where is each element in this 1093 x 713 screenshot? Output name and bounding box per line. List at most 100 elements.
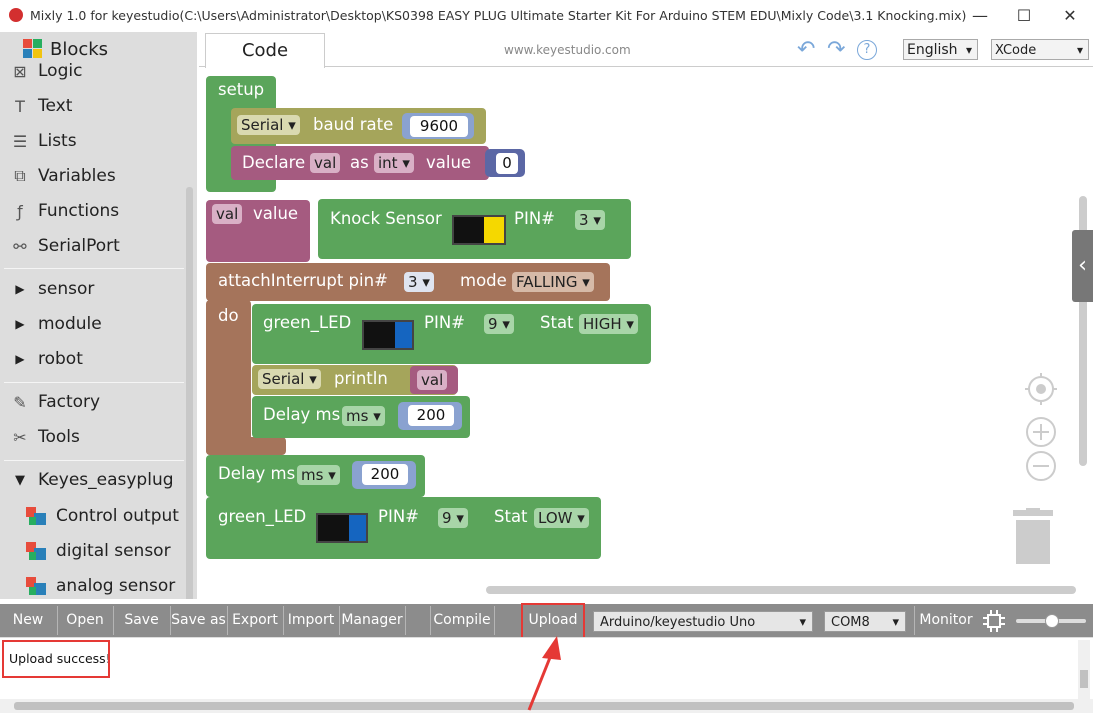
help-icon[interactable]: ? bbox=[857, 40, 877, 60]
baud-rate-label: baud rate bbox=[313, 115, 394, 134]
list-icon: ☰ bbox=[12, 131, 28, 151]
green-led-label: green_LED bbox=[263, 313, 352, 332]
green-led-low-block[interactable] bbox=[206, 497, 601, 559]
chevron-down-icon: ▾ bbox=[373, 407, 381, 425]
bottom-toolbar bbox=[0, 604, 1093, 637]
setup-label: setup bbox=[218, 80, 265, 99]
led-pin-dropdown[interactable]: 9 ▾ bbox=[438, 508, 468, 528]
chevron-down-icon: ▾ bbox=[892, 615, 899, 630]
sidebar-separator bbox=[4, 460, 184, 461]
declare-block[interactable] bbox=[231, 146, 489, 180]
board-select[interactable]: Arduino/keyestudio Uno▾ bbox=[593, 611, 813, 632]
site-url: www.keyestudio.com bbox=[504, 43, 631, 57]
knock-pin-dropdown[interactable]: 3 ▾ bbox=[575, 210, 605, 230]
save-button[interactable]: Save bbox=[124, 612, 159, 628]
chevron-down-icon: ▾ bbox=[328, 466, 336, 484]
upload-button[interactable]: Upload bbox=[528, 612, 578, 628]
chip-icon[interactable] bbox=[983, 610, 1005, 632]
redo-icon[interactable]: ↷ bbox=[827, 37, 846, 62]
mode-dropdown[interactable]: FALLING ▾ bbox=[512, 272, 594, 292]
compile-button[interactable]: Compile bbox=[433, 612, 491, 628]
stat-low-dropdown[interactable]: LOW ▾ bbox=[534, 508, 589, 528]
sidebar-item-serialport[interactable]: ⚯SerialPort bbox=[8, 236, 120, 256]
chevron-down-icon: ▾ bbox=[502, 315, 510, 333]
serial-dropdown[interactable]: Serial ▾ bbox=[258, 369, 321, 389]
chevron-down-icon: ▾ bbox=[626, 315, 634, 333]
ms-unit-value: ms bbox=[301, 466, 324, 484]
minimize-button[interactable]: — bbox=[972, 6, 988, 25]
sidebar-item-sensor[interactable]: ▶sensor bbox=[8, 279, 94, 299]
console-scroll-thumb[interactable] bbox=[1080, 670, 1088, 688]
title-bar: Mixly 1.0 for keyestudio(C:\Users\Admini… bbox=[0, 0, 1093, 32]
sidebar-item-keyes-easyplug[interactable]: ▼Keyes_easyplug bbox=[8, 470, 174, 490]
sidebar-item-label: module bbox=[38, 314, 102, 334]
sidebar-scrollbar[interactable] bbox=[186, 187, 193, 599]
stat-label: Stat bbox=[540, 313, 574, 332]
console-hscroll-thumb[interactable] bbox=[14, 702, 1074, 710]
interrupt-pin-dropdown[interactable]: 3 ▾ bbox=[404, 272, 434, 292]
sidebar-item-logic[interactable]: ⊠Logic bbox=[8, 61, 82, 81]
variable-name-input[interactable]: val bbox=[310, 153, 341, 173]
factory-icon: ✎ bbox=[13, 392, 27, 412]
sidebar-item-variables[interactable]: ⧉Variables bbox=[8, 166, 115, 186]
close-button[interactable]: ✕ bbox=[1063, 6, 1077, 25]
language-select[interactable]: English▾ bbox=[903, 39, 978, 60]
baud-rate-input[interactable]: 9600 bbox=[410, 116, 468, 137]
val-get-variable[interactable]: val bbox=[417, 370, 448, 390]
sidebar-item-module[interactable]: ▶module bbox=[8, 314, 102, 334]
undo-icon[interactable]: ↶ bbox=[797, 37, 816, 62]
export-button[interactable]: Export bbox=[232, 612, 278, 628]
led-pin-dropdown[interactable]: 9 ▾ bbox=[484, 314, 514, 334]
sidebar-item-control-output[interactable]: Control output bbox=[26, 505, 179, 527]
workspace-horizontal-scrollbar[interactable] bbox=[486, 586, 1076, 594]
init-value-input[interactable]: 0 bbox=[496, 153, 518, 174]
chevron-down-icon: ▾ bbox=[288, 116, 296, 134]
save-as-button[interactable]: Save as bbox=[171, 612, 226, 628]
sidebar-item-digital-sensor[interactable]: digital sensor bbox=[26, 540, 171, 562]
chevron-down-icon: ▾ bbox=[422, 273, 430, 291]
zoom-in-icon[interactable] bbox=[1025, 416, 1057, 448]
sidebar-item-robot[interactable]: ▶robot bbox=[8, 349, 83, 369]
code-mode-select[interactable]: XCode▾ bbox=[991, 39, 1089, 60]
sidebar-item-tools[interactable]: ✂Tools bbox=[8, 427, 80, 447]
sidebar-item-lists[interactable]: ☰Lists bbox=[8, 131, 77, 151]
open-button[interactable]: Open bbox=[66, 612, 104, 628]
stat-high-dropdown[interactable]: HIGH ▾ bbox=[579, 314, 638, 334]
monitor-button[interactable]: Monitor bbox=[919, 612, 973, 628]
type-dropdown[interactable]: int ▾ bbox=[374, 153, 414, 173]
maximize-button[interactable]: ☐ bbox=[1016, 6, 1032, 25]
variables-icon: ⧉ bbox=[14, 166, 26, 185]
port-select[interactable]: COM8▾ bbox=[824, 611, 906, 632]
sidebar-item-label: Factory bbox=[38, 392, 101, 412]
zoom-slider-thumb[interactable] bbox=[1045, 614, 1059, 628]
toolbar-separator bbox=[494, 606, 495, 635]
ms-unit-dropdown[interactable]: ms ▾ bbox=[342, 406, 385, 426]
assign-variable[interactable]: val bbox=[212, 204, 243, 224]
manager-button[interactable]: Manager bbox=[341, 612, 403, 628]
interrupt-pin-value: 3 bbox=[408, 273, 418, 291]
collapse-panel-button[interactable]: ‹ bbox=[1072, 230, 1093, 302]
new-button[interactable]: New bbox=[12, 612, 44, 628]
serial-dropdown[interactable]: Serial ▾ bbox=[237, 115, 300, 135]
tab-code[interactable]: Code bbox=[205, 33, 325, 68]
sidebar-item-factory[interactable]: ✎ Factory bbox=[8, 392, 100, 412]
serial-label: Serial bbox=[241, 116, 284, 134]
assign-value-label: value bbox=[253, 204, 299, 223]
led-pin-value: 9 bbox=[442, 509, 452, 527]
ms-unit-dropdown[interactable]: ms ▾ bbox=[297, 465, 340, 485]
import-button[interactable]: Import bbox=[287, 612, 335, 628]
sidebar-item-analog-sensor[interactable]: analog sensor bbox=[26, 575, 175, 597]
sidebar-item-label: SerialPort bbox=[38, 236, 120, 256]
center-workspace-icon[interactable] bbox=[1025, 373, 1057, 405]
workspace-vertical-scrollbar[interactable] bbox=[1079, 196, 1087, 466]
sidebar-item-label: Functions bbox=[38, 201, 120, 221]
zoom-out-icon[interactable] bbox=[1025, 450, 1057, 482]
chevron-down-icon: ▾ bbox=[593, 211, 601, 229]
chevron-down-icon: ▾ bbox=[456, 509, 464, 527]
trash-icon[interactable] bbox=[1010, 508, 1056, 566]
knock-sensor-module-image bbox=[452, 215, 506, 245]
delay-inner-input[interactable]: 200 bbox=[408, 405, 454, 426]
delay-outer-input[interactable]: 200 bbox=[362, 464, 408, 485]
